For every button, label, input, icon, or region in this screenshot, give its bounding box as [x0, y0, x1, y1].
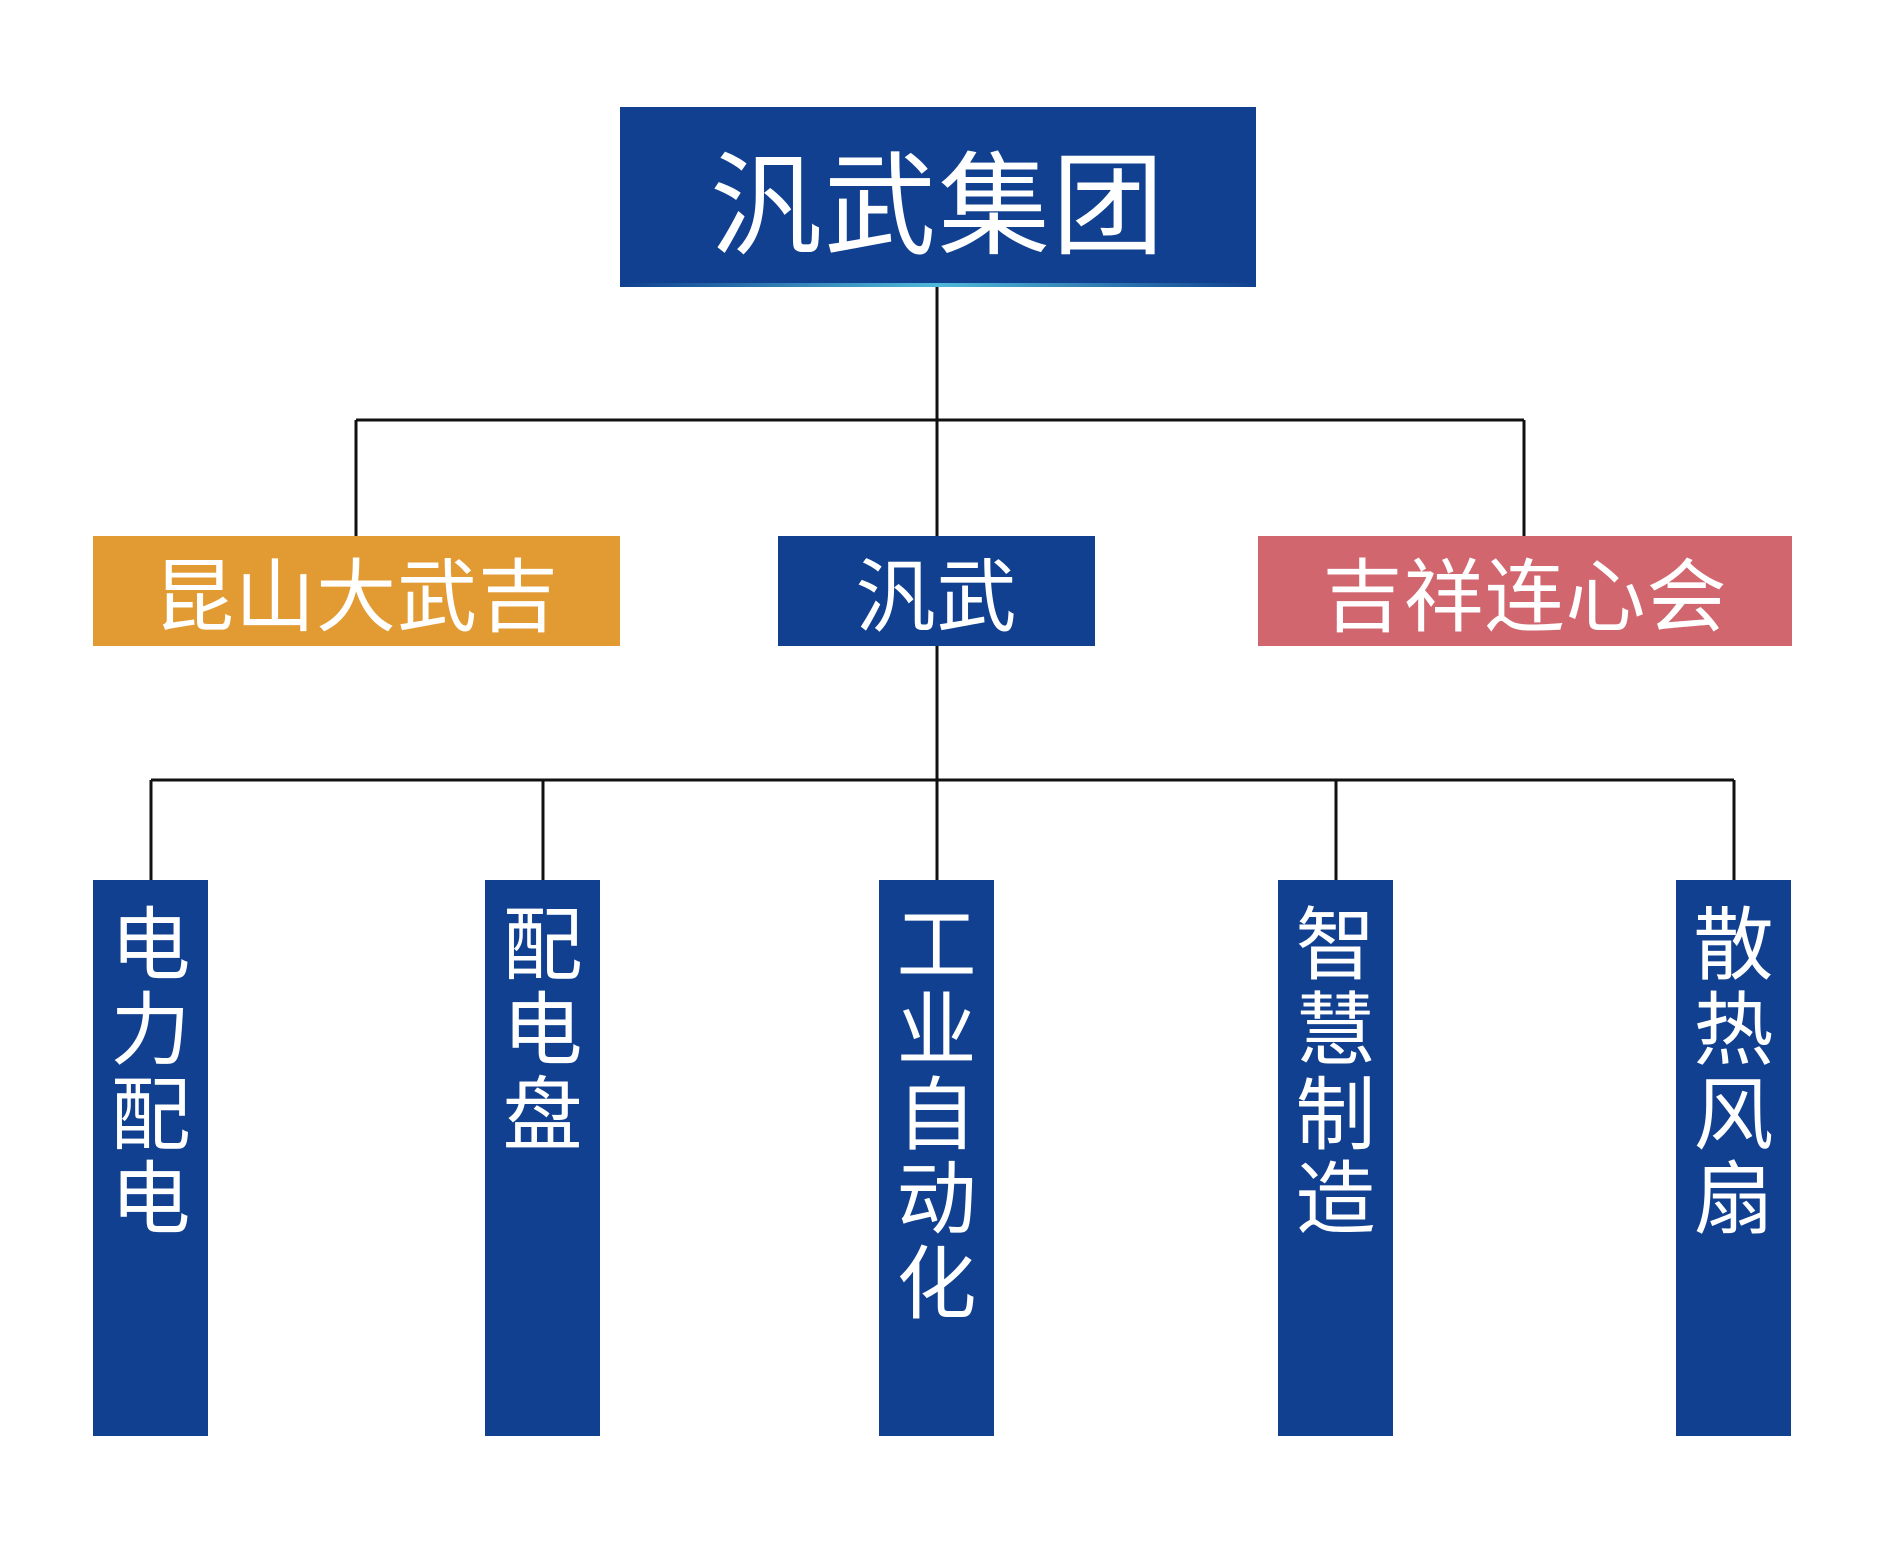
division-label: 工业自动化 [896, 899, 977, 1332]
division-label: 智慧制造 [1295, 899, 1376, 1247]
division-node-switchboard: 配电盘 [485, 880, 600, 1436]
root-node-bottom-accent [620, 283, 1256, 287]
division-label: 电力配电 [110, 899, 191, 1247]
subsidiary-node-fanwu: 汎武 [778, 536, 1095, 646]
subsidiary-label: 吉祥连心会 [1322, 551, 1728, 644]
subsidiary-label: 昆山大武吉 [154, 551, 559, 644]
division-node-industrial-automation: 工业自动化 [879, 880, 994, 1436]
division-node-smart-manufacturing: 智慧制造 [1278, 880, 1393, 1436]
division-node-cooling-fans: 散热风扇 [1676, 880, 1791, 1436]
subsidiary-node-jixiang: 吉祥连心会 [1258, 536, 1792, 646]
root-node: 汎武集团 [620, 107, 1256, 287]
subsidiary-label: 汎武 [855, 551, 1018, 644]
division-node-power-distribution: 电力配电 [93, 880, 208, 1436]
division-label: 配电盘 [502, 899, 583, 1162]
division-label: 散热风扇 [1693, 899, 1774, 1247]
root-node-label: 汎武集团 [710, 142, 1166, 272]
subsidiary-node-kunshan: 昆山大武吉 [93, 536, 620, 646]
